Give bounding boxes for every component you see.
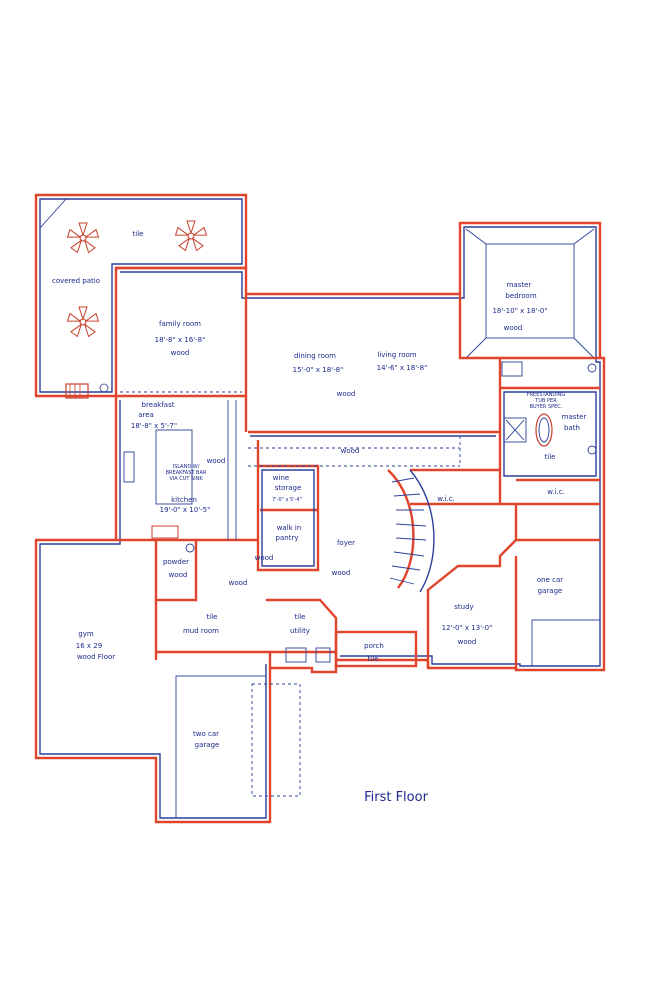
breakfast-name-2: area bbox=[138, 411, 154, 419]
island-note-1: ISLAND W/ bbox=[173, 464, 200, 470]
kitchen-name: kitchen bbox=[171, 496, 197, 504]
master-bedroom-name-1: master bbox=[507, 281, 532, 289]
two-car-garage-name-2: garage bbox=[195, 741, 220, 749]
mud-room-name: mud room bbox=[183, 627, 219, 635]
wine-storage-size: 7'-0" x 5'-4" bbox=[272, 497, 302, 503]
wic-1-name: w.i.c. bbox=[437, 495, 455, 503]
foyer-name: foyer bbox=[337, 539, 355, 547]
breakfast-name-1: breakfast bbox=[142, 401, 175, 409]
study-floor: wood bbox=[458, 638, 477, 646]
wine-storage-name-1: wine bbox=[273, 474, 289, 482]
family-room-size: 18'-8" x 16'-8" bbox=[155, 336, 206, 344]
dining-room-size: 15'-0" x 18'-8" bbox=[293, 366, 344, 374]
dashed-lines bbox=[120, 391, 461, 797]
tub-note-2: TUB PER bbox=[534, 398, 557, 404]
utility-name: utility bbox=[290, 627, 310, 635]
family-room-floor: wood bbox=[171, 349, 190, 357]
master-bedroom-size: 18'-10" x 18'-0" bbox=[492, 307, 547, 315]
master-bath-floor: tile bbox=[545, 453, 556, 461]
kitchen-fixtures bbox=[123, 400, 237, 540]
hall-floor: wood bbox=[229, 579, 248, 587]
porch-name: porch bbox=[364, 642, 384, 650]
foyer-floor: wood bbox=[332, 569, 351, 577]
tub-note-3: BUYER SPEC. bbox=[530, 404, 563, 410]
two-car-garage-name-1: two car bbox=[193, 730, 219, 738]
covered-patio-name: covered patio bbox=[52, 277, 100, 285]
master-bath-name-1: master bbox=[562, 413, 587, 421]
tub-note-1: FREESTANDING bbox=[527, 392, 566, 398]
ceiling-fan-icon bbox=[174, 220, 208, 252]
utility-floor: tile bbox=[295, 613, 306, 621]
master-bedroom-ceiling bbox=[465, 228, 595, 359]
master-bath-fixtures bbox=[501, 361, 597, 455]
one-car-garage-name-1: one car bbox=[537, 576, 563, 584]
island-note-3: VIA CUT SINK bbox=[169, 476, 203, 482]
family-room-name: family room bbox=[159, 320, 201, 328]
powder-floor: wood bbox=[169, 571, 188, 579]
covered-patio bbox=[34, 193, 248, 399]
breakfast-size: 18'-8" x 5'-7" bbox=[131, 422, 177, 430]
wine-storage-name-2: storage bbox=[275, 484, 302, 492]
dining-living-floor: wood bbox=[337, 390, 356, 398]
study-name: study bbox=[454, 603, 473, 611]
gym-name: gym bbox=[78, 630, 94, 638]
porch-garages bbox=[175, 543, 601, 819]
mud-room-floor: tile bbox=[207, 613, 218, 621]
gym-size: 16 x 29 bbox=[76, 642, 102, 650]
plan-title: First Floor bbox=[364, 790, 428, 805]
gallery-floor: wood bbox=[341, 447, 360, 455]
kitchen-floor: wood bbox=[207, 457, 226, 465]
master-bath-name-2: bath bbox=[564, 424, 580, 432]
living-room-name: living room bbox=[377, 351, 416, 359]
ceiling-fan-icon bbox=[66, 222, 100, 254]
kitchen-size: 19'-0" x 10'-5" bbox=[160, 506, 211, 514]
porch-floor: tile bbox=[368, 655, 379, 663]
walk-in-pantry-name-2: pantry bbox=[276, 534, 299, 542]
wic-2-name: w.i.c. bbox=[547, 488, 565, 496]
island-note-2: BREAKFAST BAR bbox=[166, 470, 207, 476]
study-size: 12'-0" x 13'-0" bbox=[442, 624, 493, 632]
dining-room-name: dining room bbox=[294, 352, 336, 360]
one-car-garage-name-2: garage bbox=[538, 587, 563, 595]
powder-name: powder bbox=[163, 558, 189, 566]
ceiling-fan-icon bbox=[66, 306, 100, 338]
pantry-floor: wood bbox=[255, 554, 274, 562]
interior-walls bbox=[116, 294, 600, 670]
gym-floor: wood Floor bbox=[77, 653, 115, 661]
covered-patio-floor: tile bbox=[133, 230, 144, 238]
curved-staircase bbox=[387, 469, 435, 593]
master-bedroom-name-2: bedroom bbox=[505, 292, 536, 300]
master-bedroom-floor: wood bbox=[504, 324, 523, 332]
living-room-size: 14'-6" x 18'-8" bbox=[377, 364, 428, 372]
walk-in-pantry-name-1: walk in bbox=[277, 524, 302, 532]
